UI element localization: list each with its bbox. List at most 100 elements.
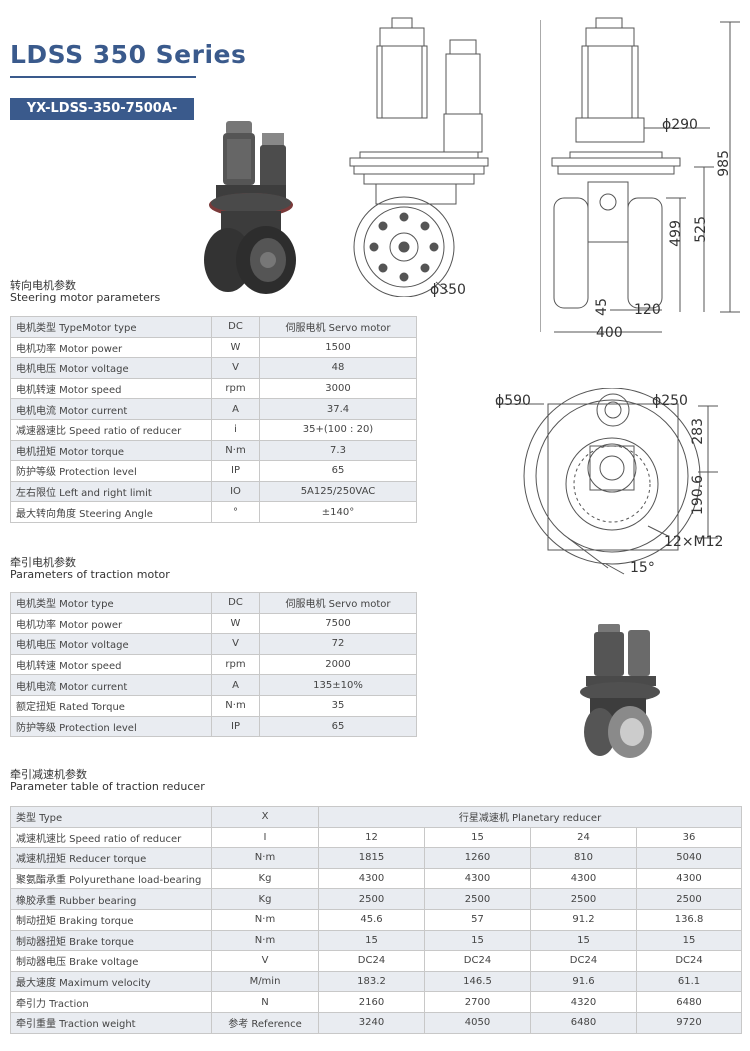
param-unit: N·m: [211, 929, 319, 952]
param-value: 4300: [635, 867, 743, 890]
title-underline: [10, 76, 196, 78]
param-unit: N·m: [211, 847, 319, 869]
param-label: 电机功率 Motor power: [10, 336, 212, 359]
param-label: 电机电流 Motor current: [10, 674, 212, 696]
param-value: 2500: [530, 888, 637, 910]
param-value: 7.3: [259, 439, 417, 462]
param-label: 防护等级 Protection level: [10, 715, 212, 738]
param-value: 6480: [635, 991, 743, 1013]
param-value: 5A125/250VAC: [259, 480, 417, 503]
param-unit: rpm: [211, 377, 260, 400]
top-view-drawing: [496, 388, 718, 575]
param-value: 65: [259, 460, 417, 482]
param-value: 37.4: [259, 398, 417, 420]
param-value: 15: [318, 929, 425, 952]
dim-offset-283: 283: [690, 418, 706, 445]
param-unit: IO: [211, 480, 260, 503]
param-value: 136.8: [635, 908, 743, 931]
param-unit: A: [211, 674, 260, 696]
dim-offset-190: 190.6: [690, 475, 706, 516]
param-value: 2500: [318, 888, 425, 910]
param-label: 牵引力 Traction: [10, 991, 212, 1013]
param-value: 183.2: [318, 970, 425, 993]
param-value: 4050: [424, 1011, 531, 1034]
param-value: 2500: [424, 888, 531, 910]
param-value: 61.1: [635, 970, 743, 993]
param-unit: °: [211, 501, 260, 523]
traction-title-cn: 牵引电机参数: [10, 556, 76, 569]
reducer-title-en: Parameter table of traction reducer: [10, 780, 205, 793]
param-value: DC24: [424, 950, 531, 972]
param-label: 电机转速 Motor speed: [10, 377, 212, 400]
dim-small-diameter: ϕ250: [652, 393, 688, 409]
dim-height-45: 45: [594, 298, 610, 316]
page-title: LDSS 350 Series: [10, 40, 247, 69]
param-unit: Kg: [211, 867, 319, 890]
param-label: 电机转速 Motor speed: [10, 653, 212, 676]
param-value: 15: [530, 929, 637, 952]
param-label: 左右限位 Left and right limit: [10, 480, 212, 503]
param-value: 行星减速机 Planetary reducer: [317, 806, 743, 828]
param-label: 电机功率 Motor power: [10, 612, 212, 635]
param-label: 额定扭矩 Rated Torque: [10, 694, 212, 717]
param-unit: IP: [211, 715, 260, 738]
dim-width-400: 400: [596, 325, 623, 341]
param-label: 类型 Type: [10, 806, 212, 828]
param-unit: i: [211, 418, 260, 441]
param-label: 电机类型 TypeMotor type: [10, 316, 212, 338]
model-badge: YX-LDSS-350-7500A-1500: [10, 98, 194, 138]
param-unit: M/min: [211, 970, 319, 993]
table-row: 最大转向角度 Steering Angle°±140°: [10, 501, 417, 523]
param-value: 伺服电机 Servo motor: [259, 592, 417, 614]
param-value: 2500: [635, 888, 743, 910]
param-unit: N·m: [211, 439, 260, 462]
param-value: 6480: [530, 1011, 637, 1034]
param-value: 4300: [530, 867, 637, 890]
param-value: DC24: [530, 950, 637, 972]
param-value: 9720: [635, 1011, 743, 1034]
param-value: 57: [424, 908, 531, 931]
side-view-drawing: [349, 17, 489, 297]
param-unit: DC: [211, 592, 260, 614]
param-value: 1260: [424, 847, 531, 869]
param-value: ±140°: [259, 501, 417, 523]
param-value: 91.2: [530, 908, 637, 931]
param-unit: A: [211, 398, 260, 420]
param-label: 制动器扭矩 Brake torque: [10, 929, 212, 952]
param-unit: V: [211, 357, 260, 379]
param-unit: N·m: [211, 694, 260, 717]
param-value: 伺服电机 Servo motor: [259, 316, 417, 338]
param-value: 146.5: [424, 970, 531, 993]
param-unit: DC: [211, 316, 260, 338]
param-value: 5040: [635, 847, 743, 869]
param-value: 4300: [318, 867, 425, 890]
param-value: 15: [424, 826, 531, 849]
param-value: 810: [530, 847, 637, 869]
steering-title-en: Steering motor parameters: [10, 291, 161, 304]
param-value: 4300: [424, 867, 531, 890]
product-image-small: [580, 624, 660, 758]
param-value: 48: [259, 357, 417, 379]
param-label: 橡胶承重 Rubber bearing: [10, 888, 212, 910]
param-value: 35+(100 : 20): [259, 418, 417, 441]
param-value: DC24: [318, 950, 425, 972]
